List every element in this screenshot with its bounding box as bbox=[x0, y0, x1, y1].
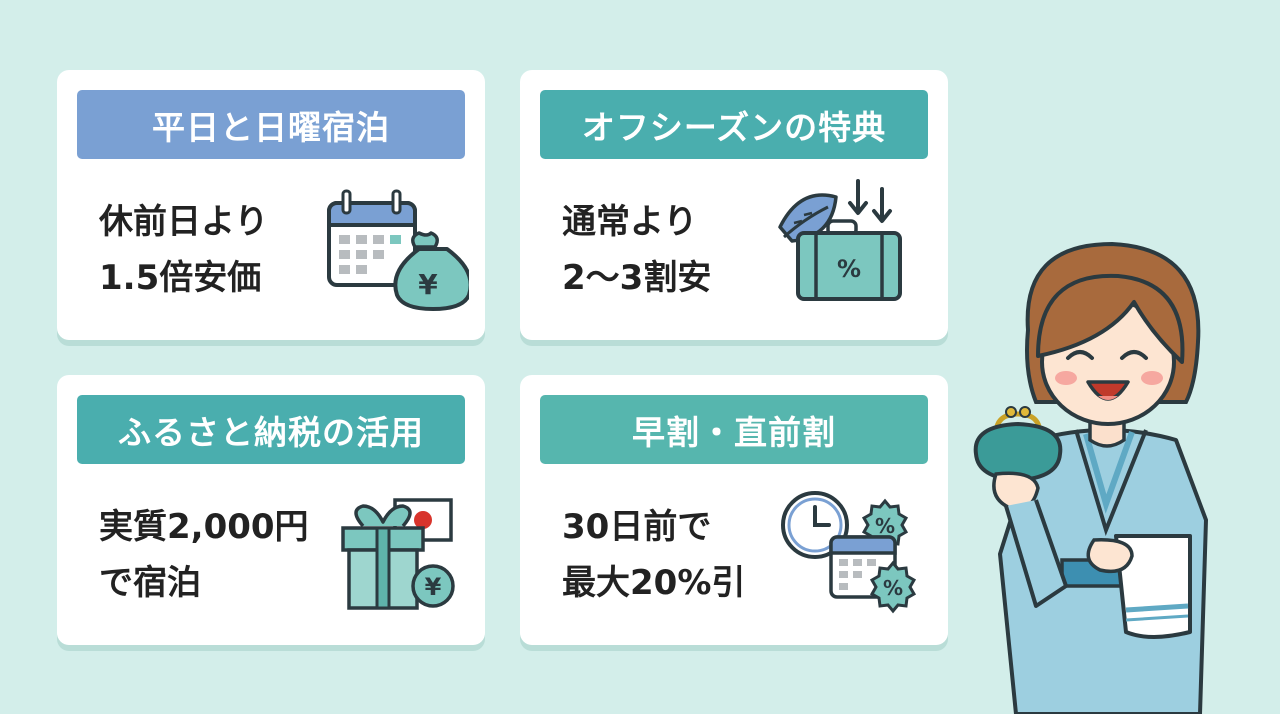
card-line: 休前日より bbox=[99, 202, 269, 242]
card-description: 実質2,000円 で宿泊 bbox=[99, 499, 339, 611]
card-title: 早割・直前割 bbox=[540, 395, 928, 464]
leaf-suitcase-discount-icon: % bbox=[778, 179, 902, 301]
card-line: で宿泊 bbox=[99, 563, 201, 603]
card-title: 平日と日曜宿泊 bbox=[77, 90, 465, 159]
card-line: 2〜3割安 bbox=[562, 258, 712, 298]
card-line: 実質2,000円 bbox=[99, 507, 309, 547]
calendar-money-bag-icon: ¥ bbox=[327, 189, 469, 311]
card-line: 最大20%引 bbox=[562, 563, 746, 603]
yen-symbol: ¥ bbox=[425, 573, 442, 601]
card-title: ふるさと納税の活用 bbox=[77, 395, 465, 464]
gift-flag-yen-icon: ¥ bbox=[341, 498, 455, 610]
card-off-season: オフシーズンの特典 通常より 2〜3割安 % bbox=[520, 70, 948, 340]
card-title: オフシーズンの特典 bbox=[540, 90, 928, 159]
card-line: 30日前で bbox=[562, 507, 712, 547]
yen-symbol: ¥ bbox=[418, 268, 438, 301]
card-early-last-minute: 早割・直前割 30日前で 最大20%引 % % bbox=[520, 375, 948, 645]
card-line: 通常より bbox=[562, 202, 698, 242]
card-line: 1.5倍安価 bbox=[99, 258, 262, 298]
card-description: 通常より 2〜3割安 bbox=[562, 194, 802, 306]
woman-yukata-wallet-icon bbox=[973, 241, 1208, 714]
card-description: 休前日より 1.5倍安価 bbox=[99, 194, 339, 306]
card-description: 30日前で 最大20%引 bbox=[562, 499, 802, 611]
percent-symbol: % bbox=[837, 255, 861, 283]
card-furusato-tax: ふるさと納税の活用 実質2,000円 で宿泊 ¥ bbox=[57, 375, 485, 645]
percent-symbol: % bbox=[883, 576, 903, 600]
percent-symbol: % bbox=[875, 514, 895, 538]
card-weekday-sunday: 平日と日曜宿泊 休前日より 1.5倍安価 ¥ bbox=[57, 70, 485, 340]
clock-calendar-discount-icon: % % bbox=[781, 491, 917, 614]
